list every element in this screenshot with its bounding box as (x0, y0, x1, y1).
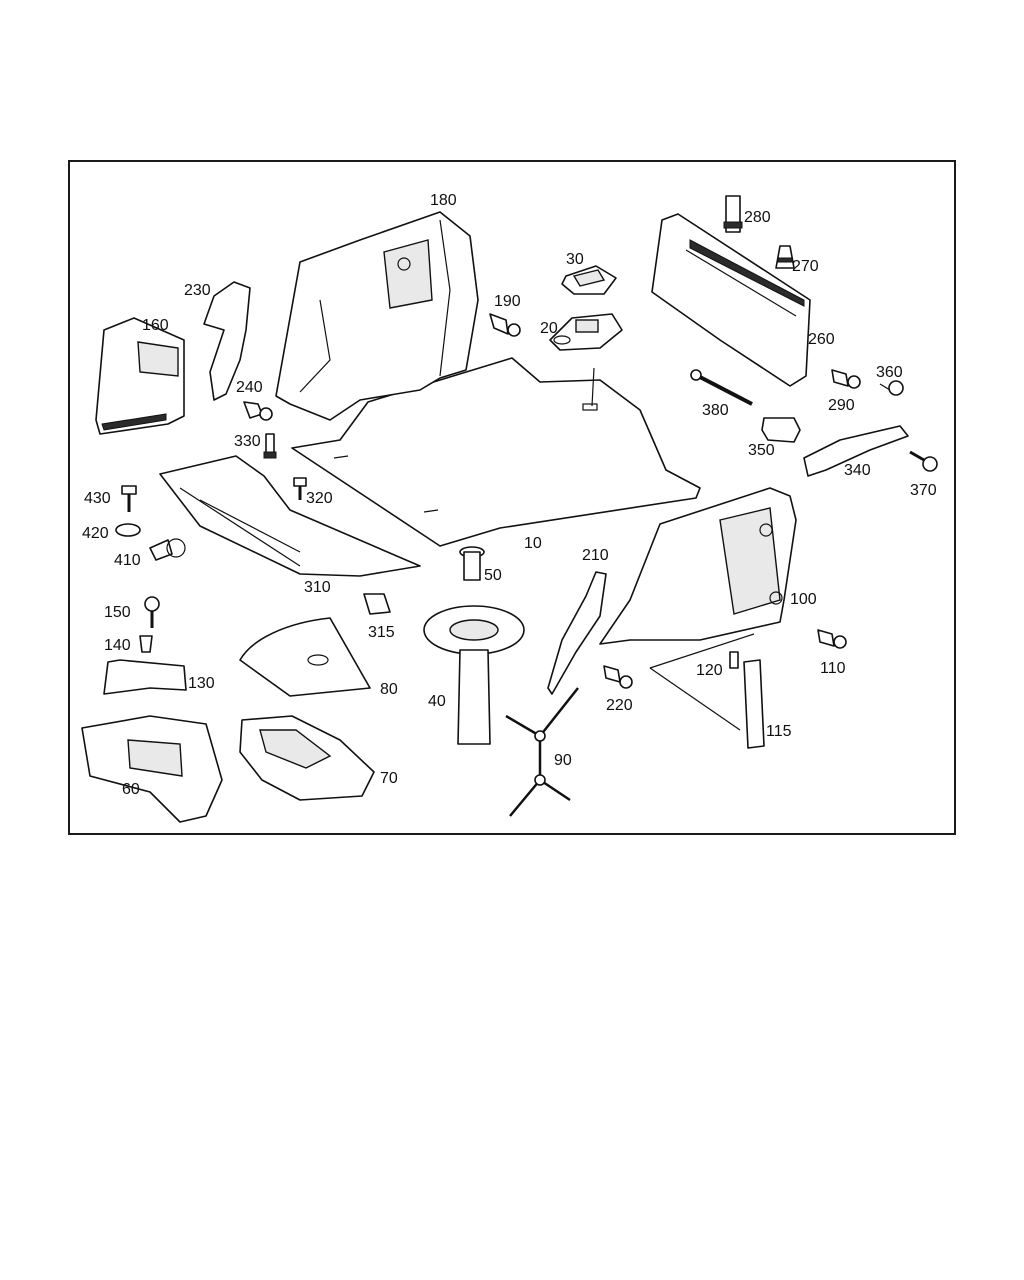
part-290-clip[interactable] (831, 369, 861, 389)
label-80: 80 (380, 681, 398, 698)
part-80-cover[interactable] (239, 617, 371, 697)
part-260-rear-trim[interactable] (651, 213, 811, 387)
label-120: 120 (696, 662, 723, 679)
label-70: 70 (380, 770, 398, 787)
label-320: 320 (306, 490, 333, 507)
label-30: 30 (566, 251, 584, 268)
label-370: 370 (910, 482, 937, 499)
label-100: 100 (790, 591, 817, 608)
part-310-trim-strip[interactable] (159, 455, 421, 577)
part-350-buffer[interactable] (761, 417, 801, 443)
part-315-clip[interactable] (363, 593, 391, 615)
part-50-cap[interactable] (459, 546, 485, 581)
part-180-rear-panel[interactable] (275, 211, 479, 421)
part-100-side-panel[interactable] (599, 487, 797, 645)
diagram-frame (68, 160, 956, 835)
part-230-trim-bracket[interactable] (203, 281, 251, 401)
part-360-nut[interactable] (879, 380, 904, 396)
label-150: 150 (104, 604, 131, 621)
label-190: 190 (494, 293, 521, 310)
part-380-bolt[interactable] (690, 369, 753, 406)
part-370-screw[interactable] (909, 450, 938, 472)
part-270-clip[interactable] (775, 245, 795, 269)
label-420: 420 (82, 525, 109, 542)
part-420-washer[interactable] (115, 523, 141, 537)
label-240: 240 (236, 379, 263, 396)
part-150-screw[interactable] (144, 596, 160, 628)
label-115: 115 (766, 723, 792, 740)
part-10-floor-mat[interactable] (291, 357, 701, 547)
part-330-stud[interactable] (263, 433, 277, 459)
part-410-lashing-eye[interactable] (149, 538, 186, 561)
label-180: 180 (430, 192, 457, 209)
label-380: 380 (702, 402, 729, 419)
label-50: 50 (484, 567, 502, 584)
label-315: 315 (368, 624, 395, 641)
part-40-wheel-holder[interactable] (423, 605, 525, 745)
label-220: 220 (606, 697, 633, 714)
label-230: 230 (184, 282, 211, 299)
label-290: 290 (828, 397, 855, 414)
part-115-rail[interactable] (649, 633, 765, 749)
label-410: 410 (114, 552, 141, 569)
label-130: 130 (188, 675, 215, 692)
label-40: 40 (428, 693, 446, 710)
label-430: 430 (84, 490, 111, 507)
part-120-clip[interactable] (729, 651, 739, 669)
part-340-bracket[interactable] (803, 425, 909, 477)
part-210-trim-strip[interactable] (547, 571, 607, 695)
part-110-clip[interactable] (817, 629, 847, 649)
part-140-clip[interactable] (139, 635, 153, 653)
part-90-wheel-wrench[interactable] (505, 687, 579, 817)
part-430-screw[interactable] (121, 485, 137, 512)
part-130-bracket[interactable] (103, 659, 187, 695)
part-20-latch[interactable] (549, 313, 623, 351)
label-140: 140 (104, 637, 131, 654)
label-360: 360 (876, 364, 903, 381)
label-110: 110 (820, 660, 846, 677)
label-20: 20 (540, 320, 558, 337)
label-270: 270 (792, 258, 819, 275)
part-160-side-box[interactable] (95, 317, 185, 435)
label-10: 10 (524, 535, 542, 552)
label-90: 90 (554, 752, 572, 769)
part-280-clip[interactable] (723, 195, 743, 233)
part-60-foam-insert[interactable] (81, 715, 223, 823)
part-220-clip[interactable] (603, 665, 633, 689)
label-260: 260 (808, 331, 835, 348)
label-340: 340 (844, 462, 871, 479)
label-280: 280 (744, 209, 771, 226)
labels: 180 230 160 240 330 190 30 20 280 270 26… (82, 192, 937, 798)
part-70-tool-tray[interactable] (239, 715, 375, 801)
part-30-handle[interactable] (561, 265, 617, 295)
part-190-clip[interactable] (489, 313, 521, 337)
label-330: 330 (234, 433, 261, 450)
part-240-clip[interactable] (243, 401, 273, 421)
label-160: 160 (142, 317, 169, 334)
label-310: 310 (304, 579, 331, 596)
part-320-clip[interactable] (293, 477, 307, 500)
label-350: 350 (748, 442, 775, 459)
label-210: 210 (582, 547, 609, 564)
label-60: 60 (122, 781, 140, 798)
